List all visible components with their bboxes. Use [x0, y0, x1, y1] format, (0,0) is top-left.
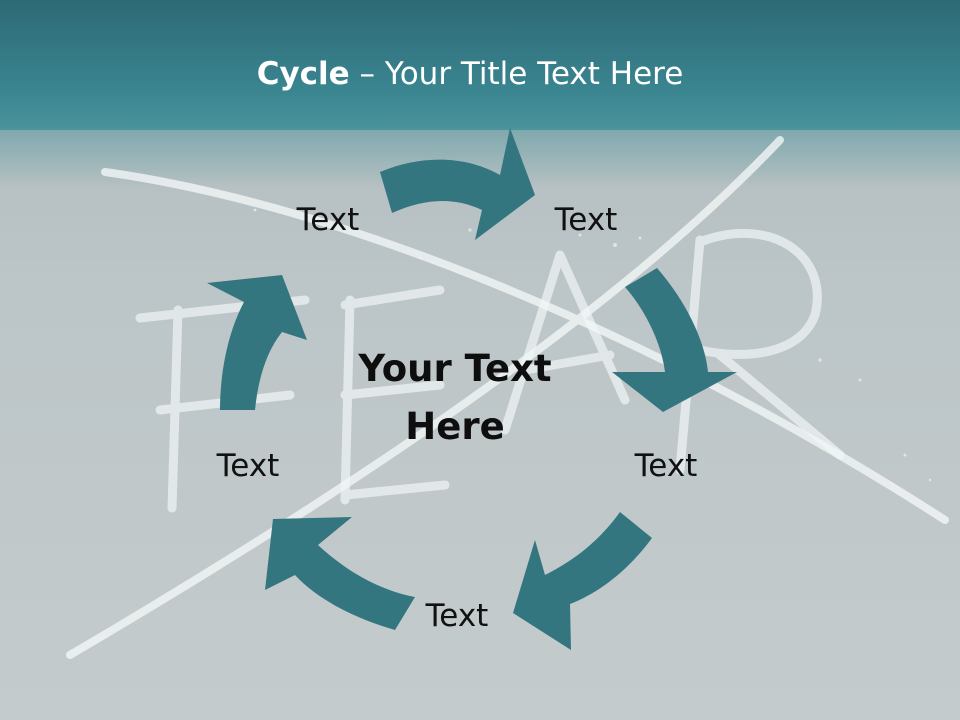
curved-arrow-icon — [612, 268, 737, 412]
curved-arrow-icon — [207, 275, 307, 410]
cycle-node-label: Text — [554, 202, 618, 238]
curved-arrow-icon — [265, 517, 415, 630]
chalk-dust — [253, 208, 932, 482]
title-rest: – Your Title Text Here — [349, 56, 684, 92]
chalk-stroke — [340, 380, 445, 400]
chalk-stroke — [695, 228, 822, 359]
curved-arrow-icon — [513, 512, 652, 650]
chalk-cross-line — [66, 136, 784, 659]
chalk-stroke — [340, 285, 445, 310]
chalk-cross-line — [101, 168, 949, 524]
cycle-node-label: Text — [634, 448, 698, 484]
center-text: Your Text Here — [358, 347, 552, 448]
cycle-node-label: Text — [216, 448, 280, 484]
slide-title: Cycle – Your Title Text Here — [0, 52, 940, 96]
header-band — [0, 0, 960, 130]
curved-arrow-icon — [380, 128, 535, 240]
cycle-node-label: Text — [296, 202, 360, 238]
title-bold: Cycle — [256, 56, 350, 92]
cycle-node-label: Text — [425, 598, 489, 634]
chalk-stroke — [340, 480, 450, 500]
chalk-stroke — [520, 350, 615, 375]
chalk-stroke — [340, 295, 355, 505]
chalk-stroke — [715, 350, 845, 460]
